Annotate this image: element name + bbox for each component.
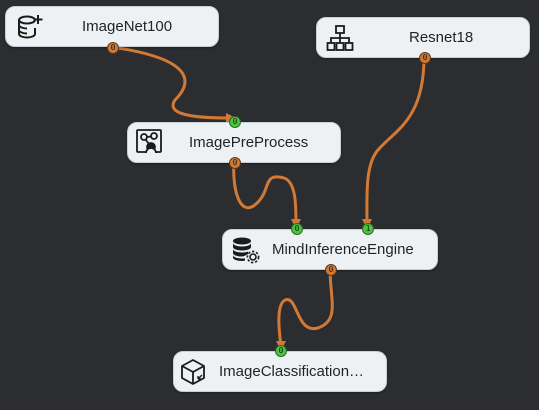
node-imagepreprocess[interactable]: 0 ImagePreProcess 0 [127, 116, 341, 169]
node-imageclassification[interactable]: 0 ImageClassification… [173, 345, 387, 392]
node-label: MindInferenceEngine [272, 241, 414, 258]
wire-resnet18-to-mindinferenceengine[interactable] [365, 55, 426, 227]
node-imagenet100[interactable]: ImageNet100 0 [5, 6, 219, 54]
cube-icon [178, 357, 208, 387]
wire-mindinferenceengine-to-imageclassification[interactable] [277, 266, 334, 349]
node-mindinferenceengine[interactable]: 0 1 MindInferenceEngine 0 [222, 223, 438, 276]
node-label: ImagePreProcess [189, 134, 309, 151]
hierarchy-icon [325, 23, 355, 53]
output-port[interactable]: 0 [325, 264, 337, 276]
database-add-icon [15, 12, 45, 42]
wire-imagepreprocess-to-mindinferenceengine[interactable] [232, 159, 298, 227]
node-resnet18[interactable]: Resnet18 0 [316, 17, 530, 64]
input-port[interactable]: 0 [229, 116, 241, 128]
input-port[interactable]: 0 [275, 345, 287, 357]
input-port[interactable]: 0 [291, 223, 303, 235]
wire-imagenet100-to-imagepreprocess[interactable] [110, 45, 232, 120]
output-port[interactable]: 0 [229, 157, 241, 169]
input-port[interactable]: 1 [362, 223, 374, 235]
database-gear-icon [231, 235, 261, 265]
output-port[interactable]: 0 [107, 42, 119, 54]
workflow-icon [135, 128, 165, 158]
output-port[interactable]: 0 [419, 52, 431, 64]
node-label: ImageClassification… [219, 363, 365, 380]
node-label: ImageNet100 [82, 18, 173, 35]
